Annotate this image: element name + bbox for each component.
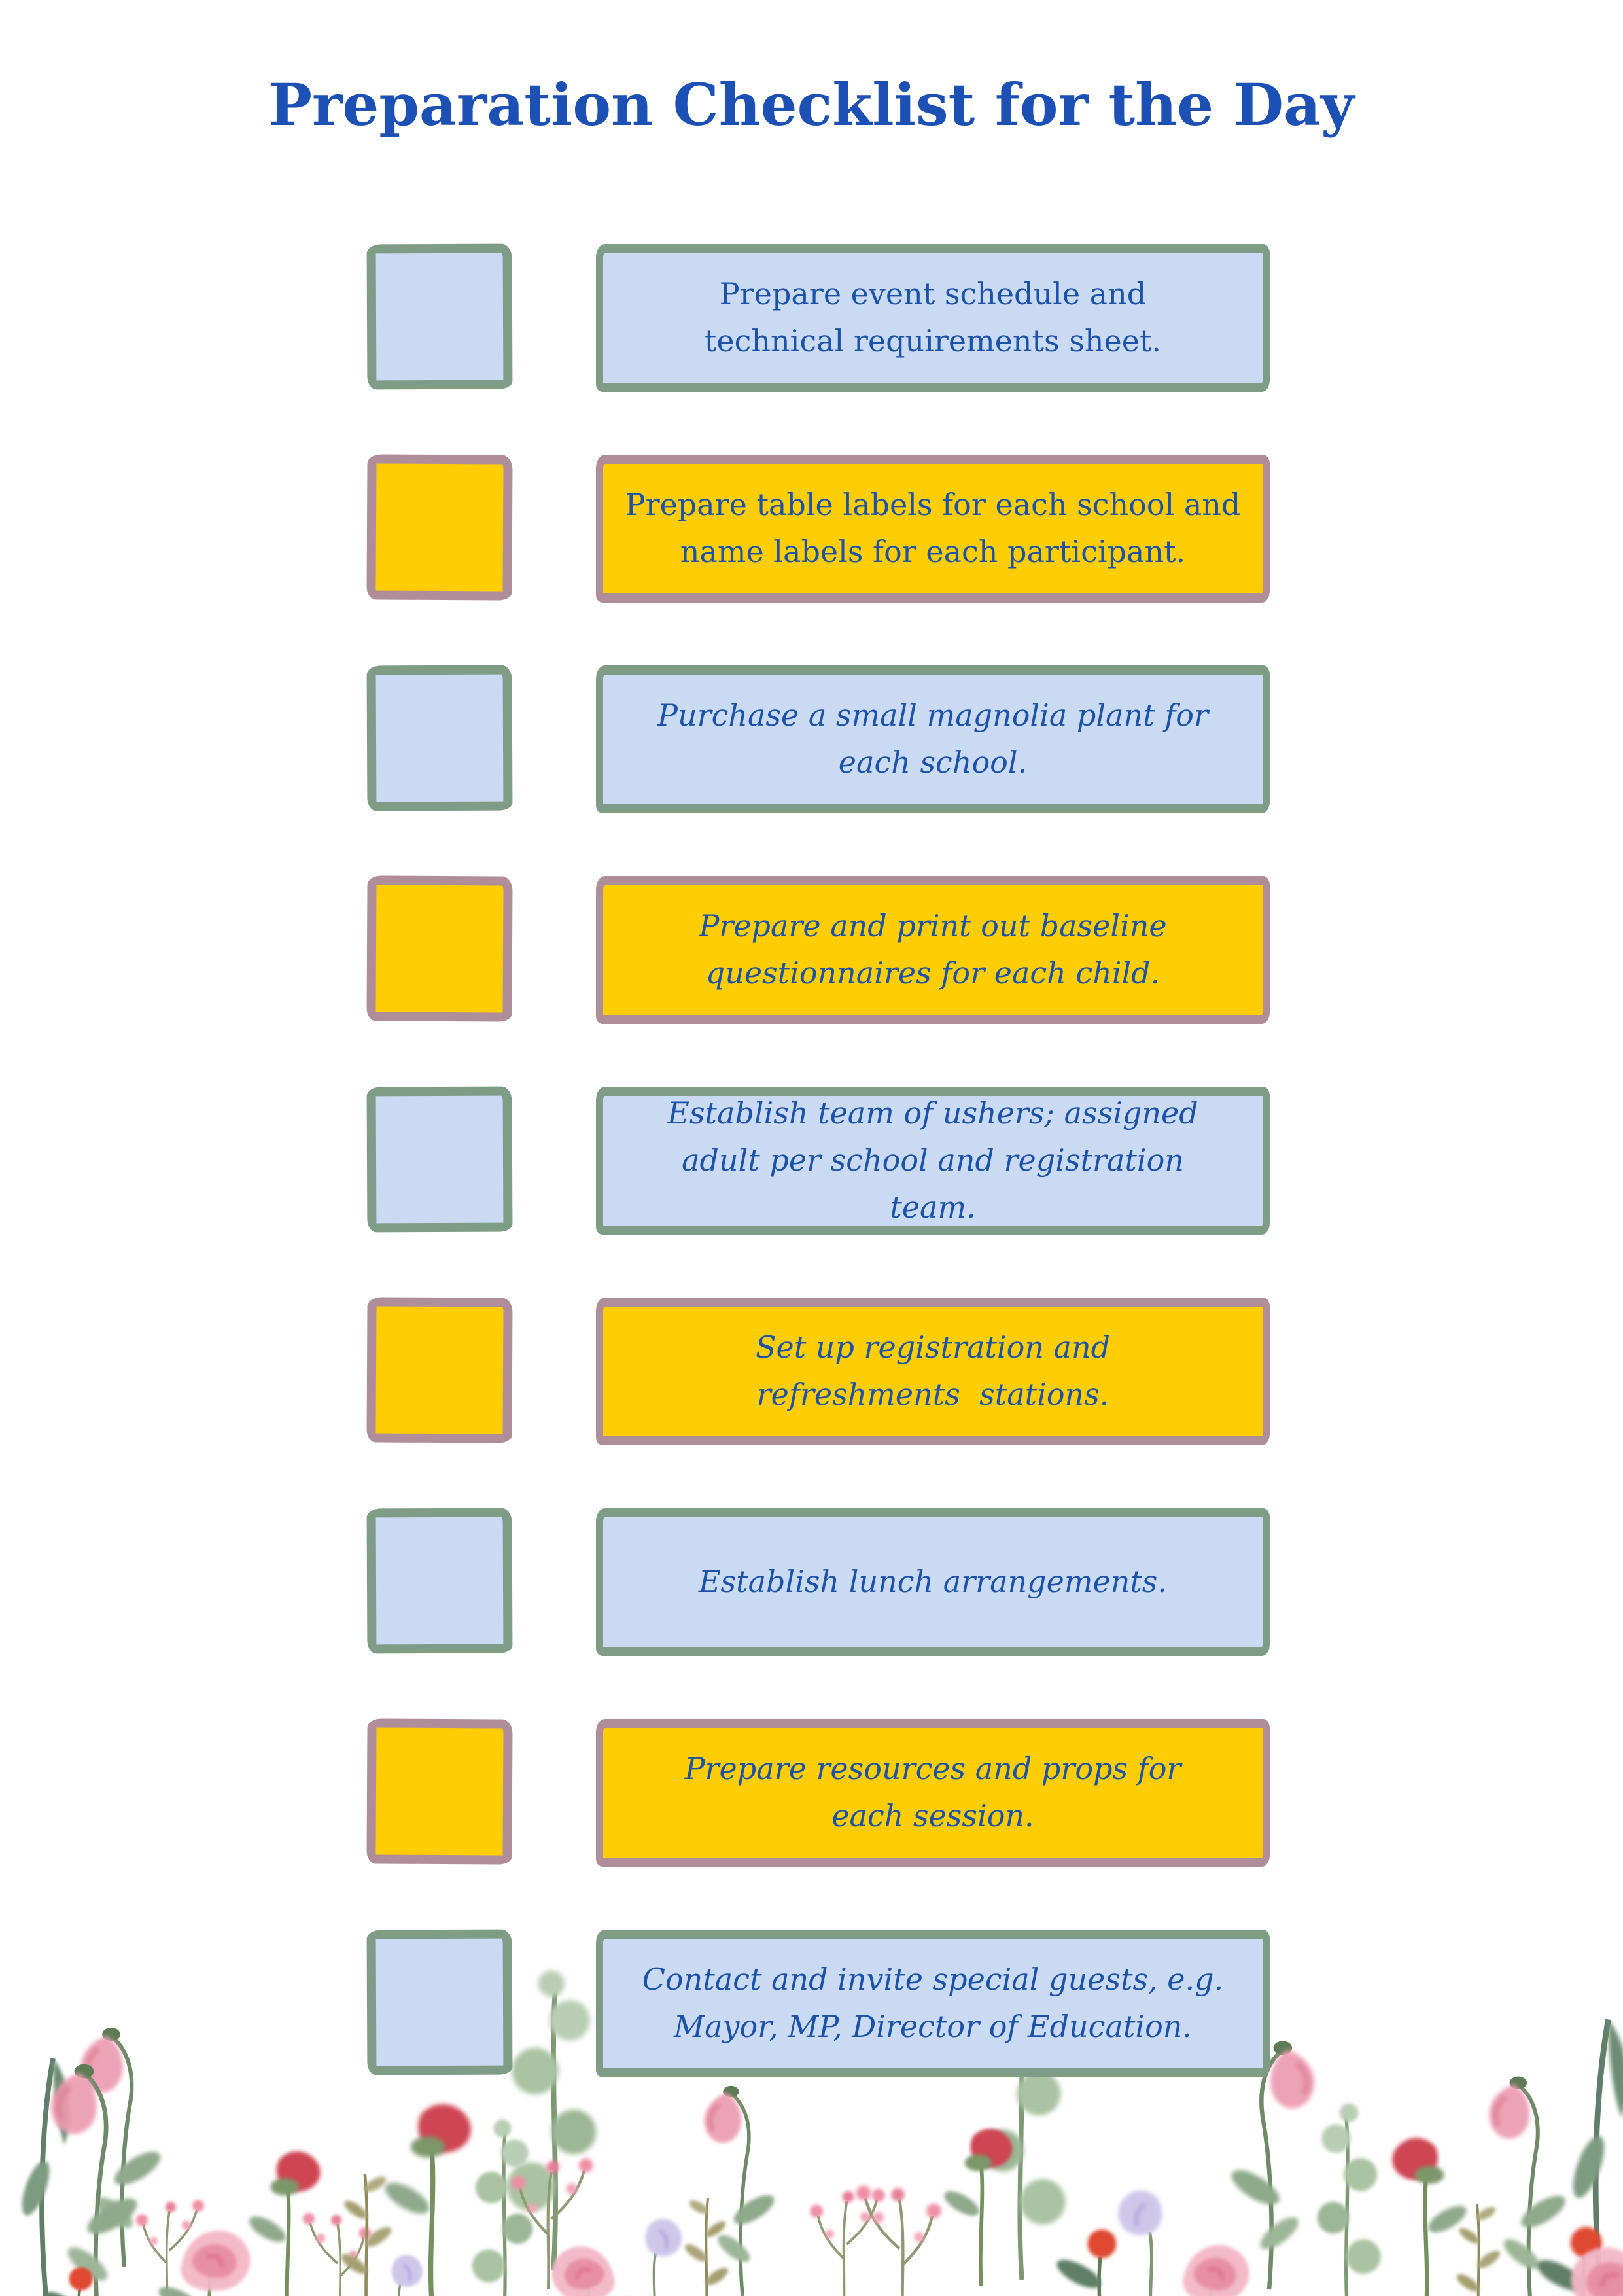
checkbox[interactable] xyxy=(366,454,513,601)
task-text: Establish lunch arrangements. xyxy=(698,1564,1168,1600)
checkbox[interactable] xyxy=(366,1508,513,1654)
task-label-box: Prepare table labels for each school and… xyxy=(596,455,1270,603)
checklist-item-7: Establish lunch arrangements. xyxy=(0,1508,1623,1656)
task-text: Contact and invite special guests, e.g.M… xyxy=(642,1962,1224,2044)
checkbox[interactable] xyxy=(366,875,513,1022)
task-label-box: Establish lunch arrangements. xyxy=(596,1508,1270,1656)
checkbox[interactable] xyxy=(366,243,513,390)
checklist-item-2: Prepare table labels for each school and… xyxy=(0,454,1623,603)
checkbox[interactable] xyxy=(366,665,513,811)
task-label-box: Contact and invite special guests, e.g.M… xyxy=(596,1930,1270,2077)
checkbox[interactable] xyxy=(366,1718,513,1865)
checklist-item-9: Contact and invite special guests, e.g.M… xyxy=(0,1929,1623,2077)
page-title: Preparation Checklist for the Day xyxy=(268,71,1355,139)
task-text: Prepare table labels for each school and… xyxy=(625,487,1241,569)
checkbox[interactable] xyxy=(366,1086,513,1233)
checkbox[interactable] xyxy=(366,1297,513,1443)
checkbox[interactable] xyxy=(366,1929,513,2075)
